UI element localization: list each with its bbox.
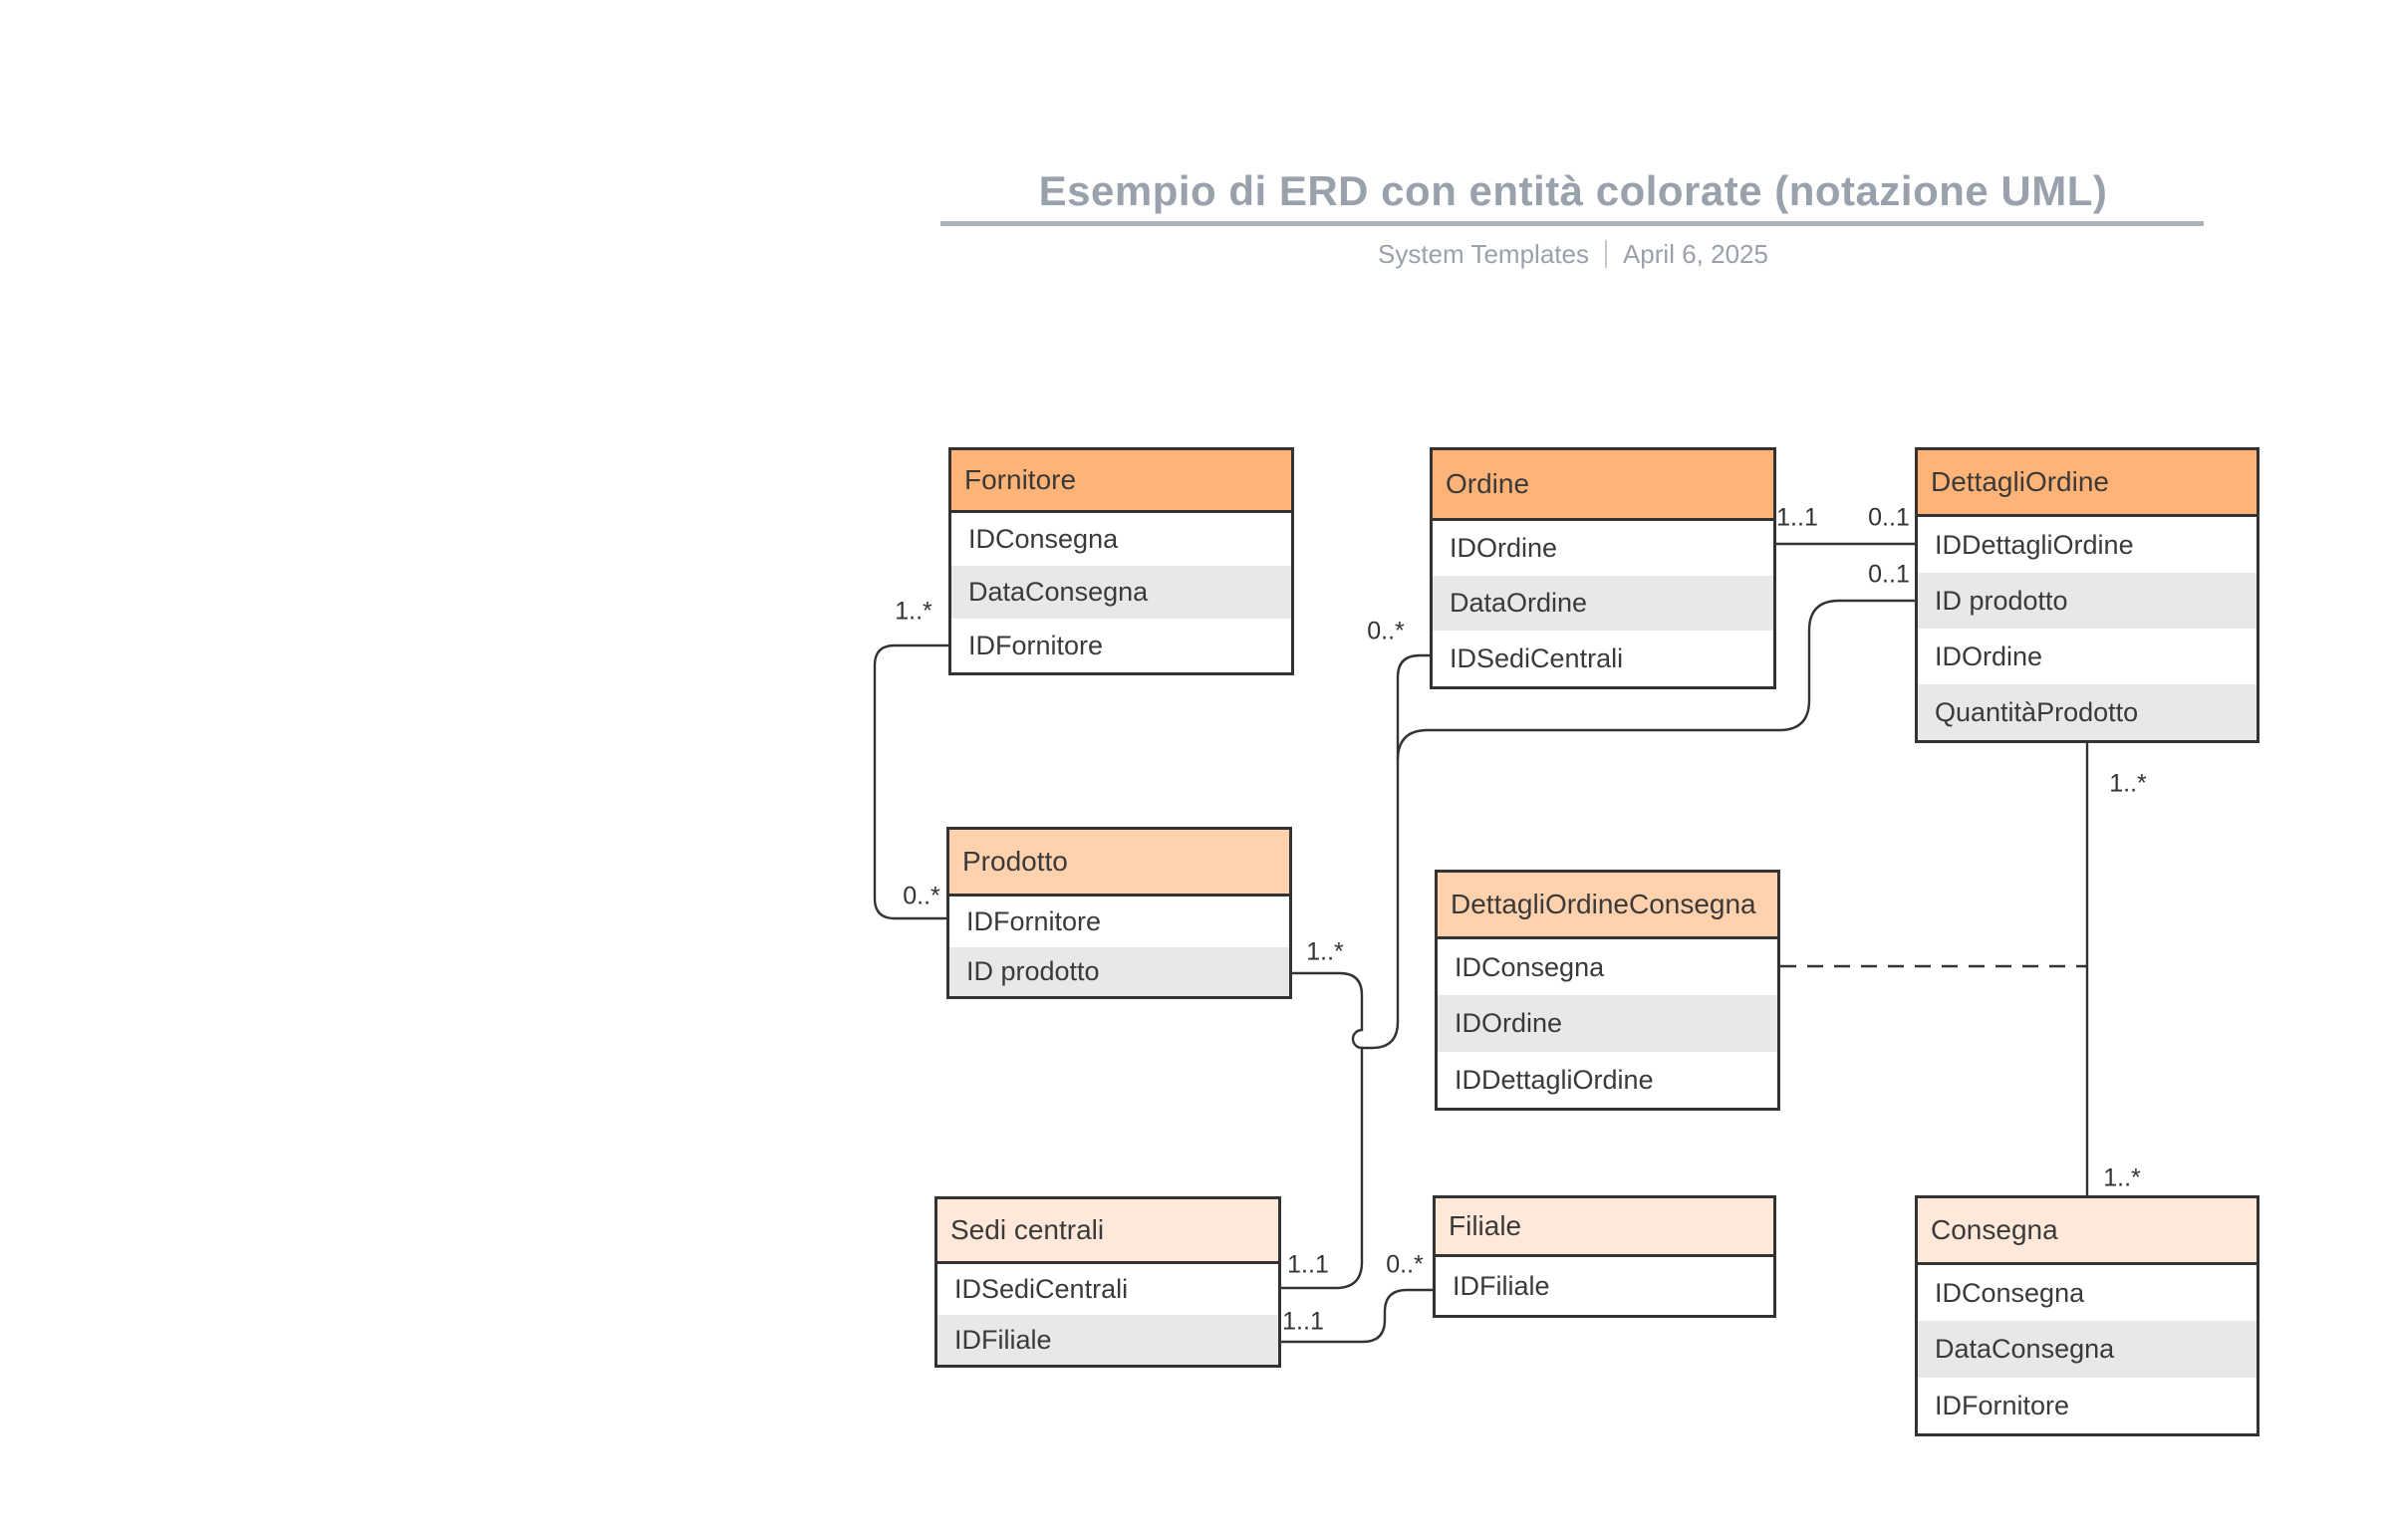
entity-filiale: Filiale IDFiliale bbox=[1433, 1195, 1776, 1318]
attribute-row: DataConsegna bbox=[951, 566, 1291, 619]
entity-header: Ordine bbox=[1433, 450, 1773, 521]
cardinality-label: 1..* bbox=[1306, 937, 1344, 966]
cardinality-label: 1..1 bbox=[1776, 503, 1818, 532]
attribute-row: IDConsegna bbox=[1438, 939, 1777, 995]
entity-name: Prodotto bbox=[962, 846, 1068, 877]
entity-name: Consegna bbox=[1931, 1214, 2058, 1245]
entity-name: DettagliOrdineConsegna bbox=[1451, 889, 1756, 919]
entity-header: Consegna bbox=[1918, 1198, 2257, 1265]
entity-header: DettagliOrdine bbox=[1918, 450, 2257, 517]
entity-consegna: Consegna IDConsegna DataConsegna IDForni… bbox=[1915, 1195, 2259, 1436]
attribute-row: ID prodotto bbox=[949, 947, 1289, 996]
attribute-row: IDConsegna bbox=[951, 513, 1291, 566]
attribute-row: DataConsegna bbox=[1918, 1321, 2257, 1378]
subtitle-date: April 6, 2025 bbox=[1622, 239, 1768, 269]
connection-fornitore-prodotto bbox=[873, 643, 948, 920]
entity-name: Fornitore bbox=[964, 464, 1077, 495]
entity-dettagliordine: DettagliOrdine IDDettagliOrdine ID prodo… bbox=[1915, 447, 2259, 743]
attribute-row: DataOrdine bbox=[1433, 576, 1773, 631]
attribute-row: IDFiliale bbox=[1436, 1257, 1773, 1315]
entity-name: Filiale bbox=[1449, 1210, 1522, 1241]
cardinality-label: 0..1 bbox=[1868, 503, 1910, 532]
entity-header: Fornitore bbox=[951, 450, 1291, 513]
cardinality-label: 0..* bbox=[903, 882, 940, 910]
entity-prodotto: Prodotto IDFornitore ID prodotto bbox=[946, 827, 1292, 999]
cardinality-label: 1..* bbox=[2109, 769, 2147, 798]
attribute-row: IDOrdine bbox=[1918, 629, 2257, 684]
attribute-row: IDConsegna bbox=[1918, 1265, 2257, 1321]
attribute-row: IDDettagliOrdine bbox=[1438, 1052, 1777, 1108]
title-underline bbox=[940, 221, 2204, 226]
subtitle-separator bbox=[1604, 240, 1607, 269]
subtitle-source: System Templates bbox=[1378, 239, 1589, 269]
cardinality-label: 1..* bbox=[2103, 1163, 2141, 1192]
attribute-row: IDFiliale bbox=[937, 1315, 1278, 1365]
attribute-row: IDOrdine bbox=[1433, 521, 1773, 576]
cardinality-label: 0..* bbox=[1367, 617, 1405, 645]
attribute-row: IDSediCentrali bbox=[1433, 631, 1773, 686]
attribute-row: ID prodotto bbox=[1918, 573, 2257, 629]
entity-dettagliordineconsegna: DettagliOrdineConsegna IDConsegna IDOrdi… bbox=[1435, 870, 1780, 1111]
cardinality-label: 0..* bbox=[1386, 1250, 1424, 1279]
entity-sedicentrali: Sedi centrali IDSediCentrali IDFiliale bbox=[934, 1196, 1281, 1368]
attribute-row: IDFornitore bbox=[1918, 1378, 2257, 1433]
entity-header: Sedi centrali bbox=[937, 1199, 1278, 1264]
cardinality-label: 1..1 bbox=[1287, 1250, 1329, 1279]
subtitle: System Templates April 6, 2025 bbox=[941, 239, 2205, 270]
entity-header: DettagliOrdineConsegna bbox=[1438, 873, 1777, 939]
attribute-row: IDFornitore bbox=[949, 897, 1289, 947]
page-title: Esempio di ERD con entità colorate (nota… bbox=[1038, 167, 2108, 214]
cardinality-label: 0..1 bbox=[1868, 560, 1910, 589]
attribute-row: QuantitàProdotto bbox=[1918, 684, 2257, 740]
entity-ordine: Ordine IDOrdine DataOrdine IDSediCentral… bbox=[1430, 447, 1776, 689]
connection-ordine-sedicentrali bbox=[1362, 653, 1430, 1050]
entity-header: Filiale bbox=[1436, 1198, 1773, 1257]
cardinality-label: 1..1 bbox=[1282, 1307, 1324, 1336]
attribute-row: IDSediCentrali bbox=[937, 1264, 1278, 1315]
entity-fornitore: Fornitore IDConsegna DataConsegna IDForn… bbox=[948, 447, 1294, 675]
entity-name: DettagliOrdine bbox=[1931, 466, 2109, 497]
attribute-row: IDOrdine bbox=[1438, 995, 1777, 1052]
entity-name: Sedi centrali bbox=[950, 1214, 1105, 1245]
attribute-row: IDFornitore bbox=[951, 619, 1291, 672]
entity-header: Prodotto bbox=[949, 830, 1289, 897]
connection-prodotto-sedicentrali bbox=[1281, 971, 1364, 1290]
cardinality-label: 1..* bbox=[895, 597, 932, 626]
entity-name: Ordine bbox=[1446, 468, 1530, 499]
attribute-row: IDDettagliOrdine bbox=[1918, 517, 2257, 573]
